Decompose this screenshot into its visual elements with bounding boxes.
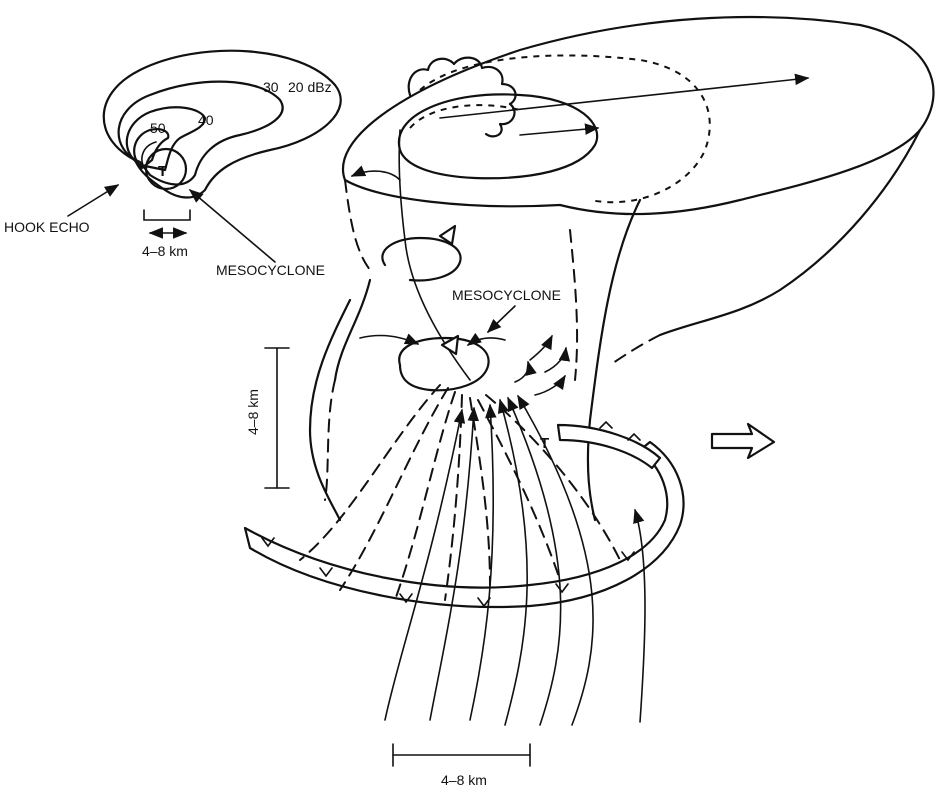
flank-dashed [610, 335, 660, 365]
contour-label-20dbz: 20 dBz [288, 79, 332, 95]
anvil-lower-edge [345, 180, 560, 206]
inset-scale-bracket [144, 210, 190, 220]
storm-3d-view: MESOCYCLONE 4–8 km T [245, 17, 934, 788]
streamline-dashed-1 [300, 385, 440, 560]
storm-motion-arrow [712, 424, 774, 458]
hook-echo-label: HOOK ECHO [4, 219, 90, 235]
contour-label-50: 50 [150, 120, 166, 136]
streamline-dashed-6 [478, 400, 560, 580]
contour-label-30: 30 [263, 79, 279, 95]
inflow-arrow-3 [530, 336, 552, 360]
inflow-arrow-5 [535, 376, 565, 395]
horizontal-scale-label: 4–8 km [441, 772, 487, 788]
inset-scale-label: 4–8 km [142, 243, 188, 259]
inflow-arrow-6 [515, 362, 528, 382]
hook-echo-arrow [68, 185, 118, 216]
cloud-wall-left-lower [325, 380, 335, 500]
cloud-wall-right-dashed [570, 230, 577, 380]
cloud-wall-left-upper [345, 180, 370, 270]
main-mesocyclone-arrow [488, 306, 515, 332]
updraft-core-outline [420, 55, 710, 202]
inflow-streamline-5 [508, 398, 561, 725]
outflow-arrow-south [520, 128, 598, 135]
inset-tornado-marker: T [158, 163, 167, 180]
inflow-streamline-4 [500, 400, 527, 725]
outflow-arrow-east [440, 78, 808, 118]
streamline-dashed-2 [340, 388, 448, 590]
inflow-arrow-1 [360, 336, 418, 344]
anvil-outline [343, 17, 934, 214]
radar-echo-inset: T 30 20 dBz 40 50 HOOK ECHO 4–8 km MESOC… [4, 51, 341, 278]
cloud-wall-left [335, 280, 370, 380]
gust-front-cap [558, 425, 660, 468]
anvil-trailing-edge [660, 130, 920, 335]
contour-label-40: 40 [198, 112, 214, 128]
inset-mesocyclone-arrow [190, 190, 275, 262]
contour-20dbz [104, 51, 341, 198]
inflow-arrow-4 [545, 348, 566, 372]
main-mesocyclone-label: MESOCYCLONE [452, 287, 561, 303]
inflow-streamline-7 [635, 510, 645, 722]
vertical-scale-label: 4–8 km [245, 389, 261, 435]
outflow-arrow-west [352, 171, 400, 180]
inset-mesocyclone-label: MESOCYCLONE [216, 262, 325, 278]
upper-rotation-ring [382, 238, 460, 280]
inflow-streamline-6 [518, 396, 593, 725]
cloud-wall-right [588, 200, 640, 520]
